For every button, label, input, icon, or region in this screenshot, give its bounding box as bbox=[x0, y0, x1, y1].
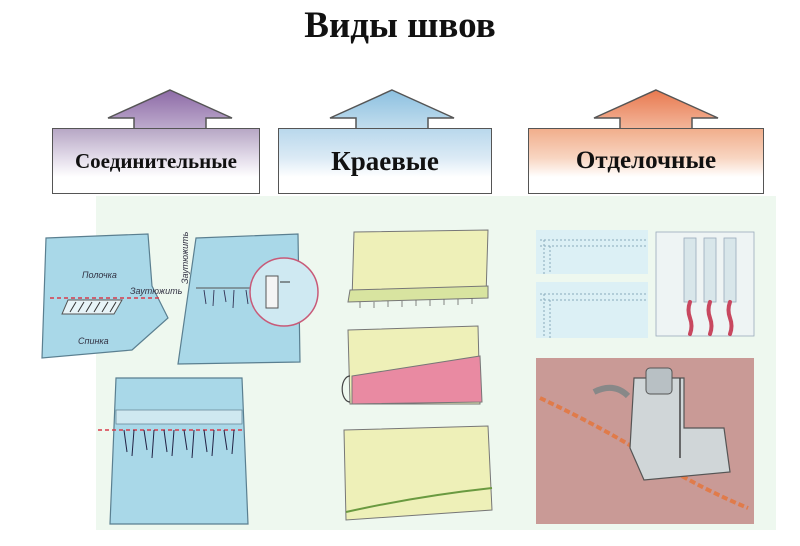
connecting-seam-illustration: Полочка Спинка Заутюжить Заутюжить bbox=[41, 231, 319, 525]
tack-label-horizontal: Заутюжить bbox=[130, 286, 183, 296]
edge-seam-illustration bbox=[341, 229, 493, 521]
category-finishing-label: Отделочные bbox=[575, 147, 717, 174]
page-title: Виды швов bbox=[304, 5, 496, 46]
arrow-up-finishing-icon bbox=[593, 89, 719, 132]
category-connecting-label: Соединительные bbox=[75, 148, 237, 173]
category-edge-label: Краевые bbox=[331, 145, 439, 176]
finishing-seam-illustration bbox=[536, 230, 755, 524]
tack-label-vertical: Заутюжить bbox=[180, 231, 190, 284]
category-edge: Краевые bbox=[278, 128, 492, 194]
arrow-up-connecting-icon bbox=[107, 89, 233, 132]
front-piece-label: Полочка bbox=[82, 270, 117, 280]
category-finishing: Отделочные bbox=[528, 128, 764, 194]
category-connecting: Соединительные bbox=[52, 128, 260, 194]
back-piece-label: Спинка bbox=[78, 336, 109, 346]
arrow-up-edge-icon bbox=[329, 89, 455, 132]
